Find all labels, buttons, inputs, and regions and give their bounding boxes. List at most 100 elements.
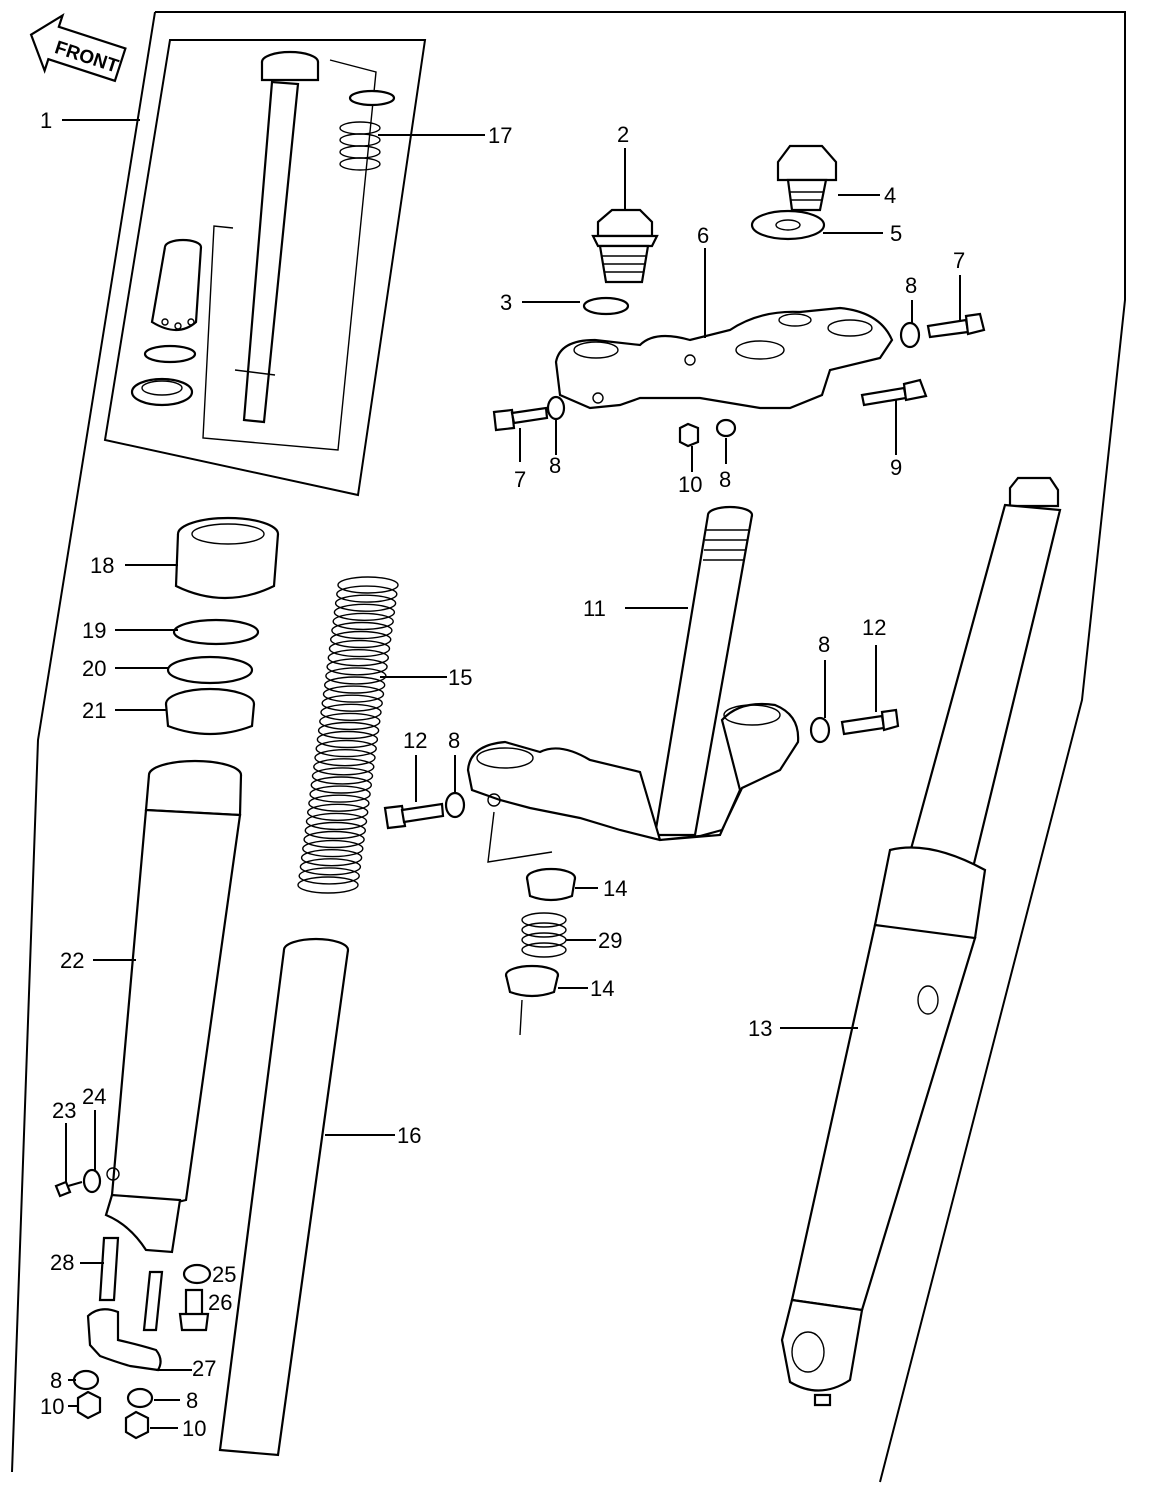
bolt-9 [860,378,928,407]
callout-8-axle-right: 8 [186,1388,198,1413]
inset-bracket-17 [202,59,377,451]
spring-coil [337,576,399,594]
spring-coil [328,639,391,658]
lower-bracket [466,702,800,842]
spring-coil [300,849,363,867]
o-ring [582,296,630,316]
spring-coil [299,858,362,876]
outer-tube [104,759,243,1254]
bearing-group-bracket [487,811,553,1036]
callout-6: 6 [697,223,709,248]
rebound-spring-small [339,89,396,171]
spring-coil [324,676,386,694]
callout-14-upper: 14 [603,876,627,901]
callout-5: 5 [890,221,902,246]
bolt-12-left [383,802,445,830]
callout-18: 18 [90,553,114,578]
spring-coil [316,730,379,749]
steering-spring [521,912,567,958]
spring-coil [325,667,387,685]
callout-24: 24 [82,1084,106,1109]
spring-coil [310,776,372,794]
spring-coil [297,876,359,894]
spring-coil [333,603,396,621]
main-fork-spring [297,576,399,894]
upper-bracket [554,306,894,410]
front-arrow-icon: FRONT [29,12,127,83]
damper-cylinder [234,50,320,424]
callout-20: 20 [82,656,106,681]
callout-2: 2 [617,122,629,147]
spring-coil [336,585,398,603]
callout-25: 25 [212,1262,236,1287]
spring-coil [314,749,376,767]
callout-21: 21 [82,698,106,723]
callout-8-top-right: 8 [905,273,917,298]
spring-coil [317,721,380,740]
spring-coil [311,767,374,785]
spring-coil [313,758,375,776]
callout-3: 3 [500,290,512,315]
callout-29: 29 [598,928,622,953]
callout-7-right: 7 [953,248,965,273]
nut-10-upper [678,422,700,448]
spring-coil [334,594,397,612]
oil-lock-piece [130,377,194,407]
bolt-7-right [926,312,986,339]
washer-24 [82,1168,102,1194]
nut-10-left [76,1390,102,1420]
inset-box [103,39,427,497]
callout-8-upper-center: 8 [719,467,731,492]
spring-coil [326,658,388,676]
callout-11: 11 [583,596,606,621]
washer-8c [715,418,737,438]
washer-25 [182,1263,212,1285]
callout-13: 13 [748,1016,772,1041]
spring-coil [302,839,364,858]
stud-28-right [142,1270,164,1332]
callout-10-upper: 10 [678,472,702,497]
spring-coil [332,612,394,631]
spring-coil [307,803,369,821]
callout-10-axle-left: 10 [40,1394,64,1419]
washer-8f [72,1369,100,1391]
right-fork-assembly [780,476,1062,1407]
callout-23: 23 [52,1098,76,1123]
retaining-clip [172,618,260,646]
axle-cap-27 [86,1308,162,1372]
washer-8a [899,321,921,349]
leader-lines [62,119,961,1429]
nut-10-right [124,1410,150,1440]
piston-ring [143,344,197,364]
callout-26: 26 [208,1290,232,1315]
spring-coil [309,785,371,803]
callout-8-upper-left: 8 [549,453,561,478]
spring-coil [322,685,385,703]
damper-piston [150,238,203,332]
spring-coil [321,694,383,712]
screw-23 [54,1180,83,1198]
seal-washer [166,655,254,685]
washer-5 [750,209,826,241]
top-plug [591,208,659,284]
inner-tube [218,937,350,1457]
callout-27: 27 [192,1356,216,1381]
bolt-12-right [840,708,900,736]
callout-19: 19 [82,618,106,643]
spring-coil [308,794,370,812]
callout-7-left: 7 [514,467,526,492]
spring-coil [327,649,389,667]
bolt-26 [178,1288,210,1332]
spring-coil [315,739,377,758]
callout-8-axle-left: 8 [50,1368,62,1393]
bearing-seat-upper [525,867,577,902]
callout-8-lower-right: 8 [818,632,830,657]
callout-9: 9 [890,455,902,480]
spring-coil [330,630,392,649]
spring-coil [303,830,365,849]
callout-15: 15 [448,665,472,690]
stud-28-left [98,1236,120,1302]
callout-28: 28 [50,1250,74,1275]
outer-border [11,11,1126,1483]
